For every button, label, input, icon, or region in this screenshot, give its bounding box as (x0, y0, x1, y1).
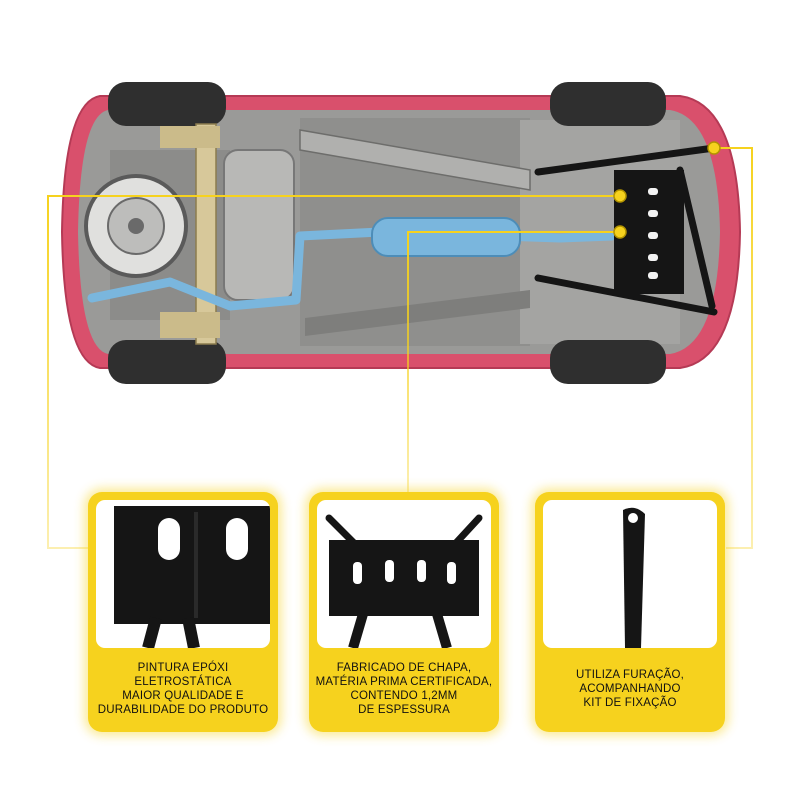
feature-card-caption: PINTURA EPÓXI ELETROSTÁTICA MAIOR QUALID… (92, 654, 274, 724)
caption-line: UTILIZA FURAÇÃO, (576, 669, 684, 681)
feature-card-image (317, 500, 491, 648)
caption-line: DE ESPESSURA (358, 704, 450, 716)
caption-line: ELETROSTÁTICA (134, 676, 232, 688)
feature-card-caption: FABRICADO DE CHAPA, MATÉRIA PRIMA CERTIF… (313, 654, 495, 724)
feature-card-caption: UTILIZA FURAÇÃO, ACOMPANHANDO KIT DE FIX… (539, 654, 721, 724)
feature-card-epoxy-paint: PINTURA EPÓXI ELETROSTÁTICA MAIOR QUALID… (88, 492, 278, 732)
caption-line: PINTURA EPÓXI (137, 662, 229, 674)
mounting-bar-image (623, 507, 645, 648)
plate-full-image (325, 514, 483, 648)
spare-tire (84, 174, 188, 278)
caption-line: DURABILIDADE DO PRODUTO (97, 704, 269, 716)
caption-line: CONTENDO 1,2MM (350, 690, 458, 702)
rear-axle (160, 123, 220, 345)
wheels (108, 82, 666, 384)
callout-lines (47, 147, 753, 549)
caption-line: MAIOR QUALIDADE E (122, 690, 244, 702)
caption-line: MATÉRIA PRIMA CERTIFICADA, (315, 676, 493, 688)
plate-closeup-image (114, 506, 270, 648)
feature-card-mounting-kit: UTILIZA FURAÇÃO, ACOMPANHANDO KIT DE FIX… (535, 492, 725, 732)
caption-line: ACOMPANHANDO (579, 683, 681, 695)
feature-card-sheet-metal: FABRICADO DE CHAPA, MATÉRIA PRIMA CERTIF… (309, 492, 499, 732)
caption-line: KIT DE FIXAÇÃO (583, 697, 677, 709)
callout-dots (613, 141, 721, 239)
caption-line: FABRICADO DE CHAPA, (336, 662, 472, 674)
engine-protector-on-car (534, 144, 718, 316)
feature-card-image (96, 500, 270, 648)
feature-card-image (543, 500, 717, 648)
